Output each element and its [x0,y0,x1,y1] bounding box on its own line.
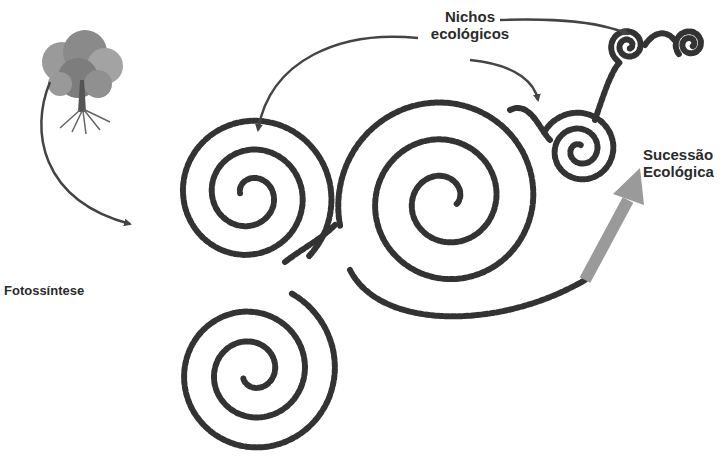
spiral-link [510,108,550,140]
spiral-link [645,33,676,45]
niche-arrow [500,20,628,34]
spiral-link [595,62,620,120]
succession-label: Sucessão Ecológica [643,146,719,181]
spiral [184,294,335,448]
niche-arrow [470,60,538,100]
spiral-chain [183,31,701,447]
niche-label: Nichos ecológicos [420,8,520,43]
photosynthesis-arrow [41,82,130,224]
niche-arrow [258,37,418,130]
spiral [676,31,701,54]
spiral-link [285,225,335,262]
spiral-tail [350,270,585,316]
spiral [544,113,613,180]
spiral [338,103,533,280]
spiral [611,31,641,60]
spiral [183,121,332,256]
photosynthesis-label: Fotossíntese [4,284,114,299]
succession-arrow [585,200,628,280]
succession-arrowhead [613,168,644,205]
tree-icon [42,30,123,134]
